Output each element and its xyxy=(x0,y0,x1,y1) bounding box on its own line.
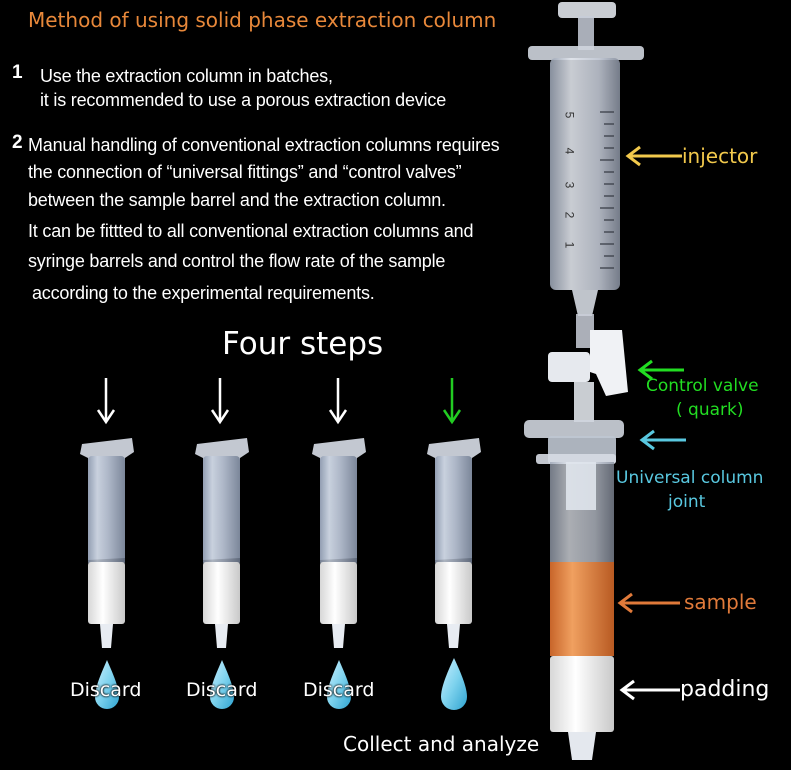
down-arrow-1 xyxy=(96,378,116,425)
item-2-line-5: syringe barrels and control the flow rat… xyxy=(28,251,446,271)
drop-1 xyxy=(95,660,119,709)
injector-arrow xyxy=(625,145,682,167)
spe-column-2 xyxy=(195,438,249,648)
page-title: Method of using solid phase extraction c… xyxy=(28,8,497,32)
item-1-line-1: Use the extraction column in batches, xyxy=(40,66,333,86)
drop-4 xyxy=(441,658,467,710)
scale-mark: 3 xyxy=(562,181,577,189)
down-arrow-2 xyxy=(210,378,230,425)
drop-3 xyxy=(327,660,351,709)
scale-mark: 1 xyxy=(562,241,577,249)
control-valve-arrow xyxy=(637,359,684,381)
item-2-line-3: between the sample barrel and the extrac… xyxy=(28,190,446,210)
down-arrow-4 xyxy=(442,378,462,425)
injector-label: injector xyxy=(682,144,758,168)
control-valve-sublabel: ( quark) xyxy=(676,400,744,420)
syringe-assembly xyxy=(524,2,644,760)
drop-2 xyxy=(210,660,234,709)
scale-mark: 5 xyxy=(562,111,577,119)
collect-and-analyze-label: Collect and analyze xyxy=(343,732,540,756)
universal-joint-sublabel: joint xyxy=(668,492,706,512)
sample-label: sample xyxy=(684,590,757,614)
discard-label-3: Discard xyxy=(303,679,375,701)
scale-mark: 2 xyxy=(562,211,577,219)
sample-arrow xyxy=(617,592,680,614)
item-1-number: 1 xyxy=(12,62,23,83)
four-steps-heading: Four steps xyxy=(222,326,384,362)
item-2-line-2: the connection of “universal fittings” a… xyxy=(28,162,462,182)
padding-arrow xyxy=(619,679,680,701)
item-2-line-1: Manual handling of conventional extracti… xyxy=(28,135,500,155)
spe-column-4 xyxy=(427,438,481,648)
item-2-line-4: It can be fittted to all conventional ex… xyxy=(28,221,474,241)
item-2-line-6: according to the experimental requiremen… xyxy=(32,283,375,303)
discard-label-1: Discard xyxy=(70,679,142,701)
scale-mark: 4 xyxy=(562,147,577,155)
discard-label-2: Discard xyxy=(186,679,258,701)
item-2-number: 2 xyxy=(12,132,23,153)
item-1-line-2: it is recommended to use a porous extrac… xyxy=(40,90,447,110)
spe-column-1 xyxy=(80,438,134,648)
control-valve-label: Control valve xyxy=(646,376,759,396)
universal-joint-label: Universal column xyxy=(616,468,764,488)
spe-column-3 xyxy=(312,438,366,648)
universal-joint-arrow xyxy=(639,429,686,451)
padding-label: padding xyxy=(680,677,770,702)
down-arrow-3 xyxy=(328,378,348,425)
